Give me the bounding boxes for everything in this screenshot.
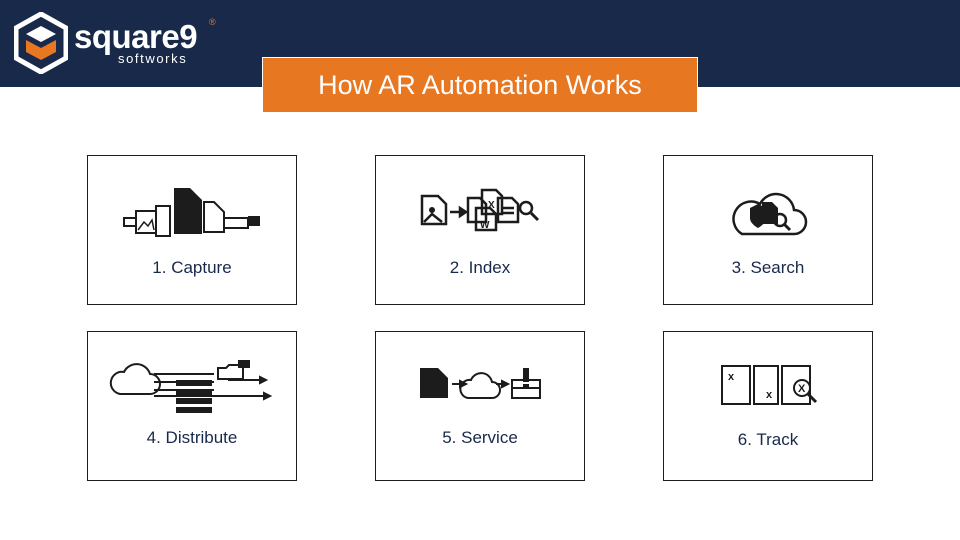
index-icon: X W <box>420 188 540 232</box>
step-label: 4. Distribute <box>146 428 238 447</box>
step-card-capture: 1. Capture <box>87 155 297 305</box>
step-label: 1. Capture <box>152 258 232 277</box>
search-cloud-icon <box>732 192 808 236</box>
service-icon <box>420 368 541 399</box>
step-card-distribute: 4. Distribute <box>87 331 297 481</box>
svg-text:x: x <box>728 371 735 383</box>
logo-cube-icon <box>14 12 68 74</box>
step-card-track: x x X 6. Track <box>663 331 873 481</box>
page-title: How AR Automation Works <box>262 57 698 113</box>
svg-text:X: X <box>488 200 495 211</box>
track-icon: x x X <box>721 365 818 405</box>
step-card-index: X W 2. Index <box>375 155 585 305</box>
logo-subtitle: softworks <box>118 51 188 66</box>
distribute-icon <box>109 360 273 413</box>
logo-wordmark: square9 <box>74 18 198 55</box>
capture-icon <box>123 188 260 237</box>
step-label: 3. Search <box>731 258 805 277</box>
square9-logo: square9 ® softworks <box>14 12 274 74</box>
step-label: 5. Service <box>442 428 518 447</box>
step-label: 6. Track <box>737 430 799 449</box>
registered-mark: ® <box>209 17 216 27</box>
svg-text:X: X <box>798 383 806 395</box>
step-label: 2. Index <box>449 258 511 277</box>
step-card-search: 3. Search <box>663 155 873 305</box>
step-card-service: 5. Service <box>375 331 585 481</box>
svg-text:W: W <box>480 220 490 231</box>
svg-text:x: x <box>766 389 773 401</box>
